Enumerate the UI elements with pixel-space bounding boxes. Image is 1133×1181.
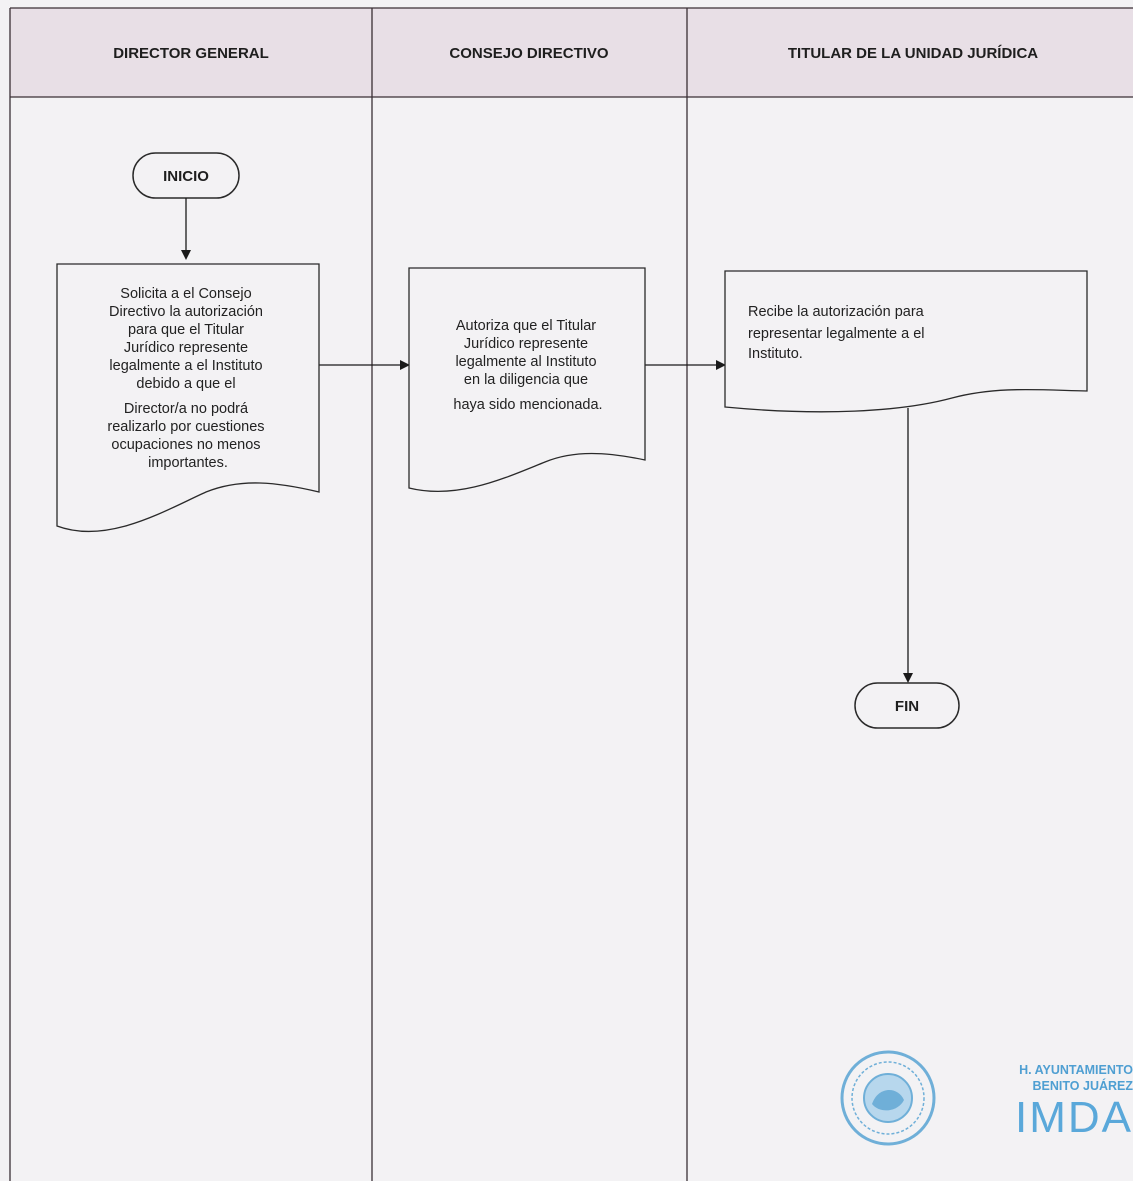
step-1-document: Solicita a el Consejo Directivo la autor… — [56, 263, 320, 533]
stamp-text-block: H. AYUNTAMIENTO BENITO JUÁREZ IMDA — [1015, 1063, 1133, 1142]
step-2-document: Autoriza que el Titular Jurídico represe… — [408, 267, 646, 493]
stamp-line-1: H. AYUNTAMIENTO — [1019, 1063, 1133, 1077]
step-1-text: Solicita a el Consejo Directivo la autor… — [107, 286, 268, 471]
step-2-text: Autoriza que el Titular Jurídico represe… — [453, 318, 602, 413]
stamp-logo-text: IMDA — [1015, 1093, 1133, 1142]
lane-header-consejo-directivo: CONSEJO DIRECTIVO — [449, 45, 609, 62]
lane-header-director-general: DIRECTOR GENERAL — [113, 45, 269, 62]
step-3-document: Recibe la autorización para representar … — [724, 270, 1088, 413]
end-terminal: FIN — [854, 682, 960, 729]
end-label: FIN — [895, 698, 919, 715]
lane-header-band — [10, 8, 1133, 97]
start-terminal: INICIO — [132, 152, 240, 199]
swimlane-grid — [9, 7, 1133, 1181]
step-3-text: Recibe la autorización para representar … — [748, 304, 929, 362]
stamp-line-2: BENITO JUÁREZ — [1033, 1078, 1133, 1093]
start-label: INICIO — [163, 168, 209, 185]
connectors — [181, 198, 913, 683]
lane-header-unidad-juridica: TITULAR DE LA UNIDAD JURÍDICA — [788, 45, 1038, 62]
municipal-seal-icon — [840, 1050, 936, 1146]
